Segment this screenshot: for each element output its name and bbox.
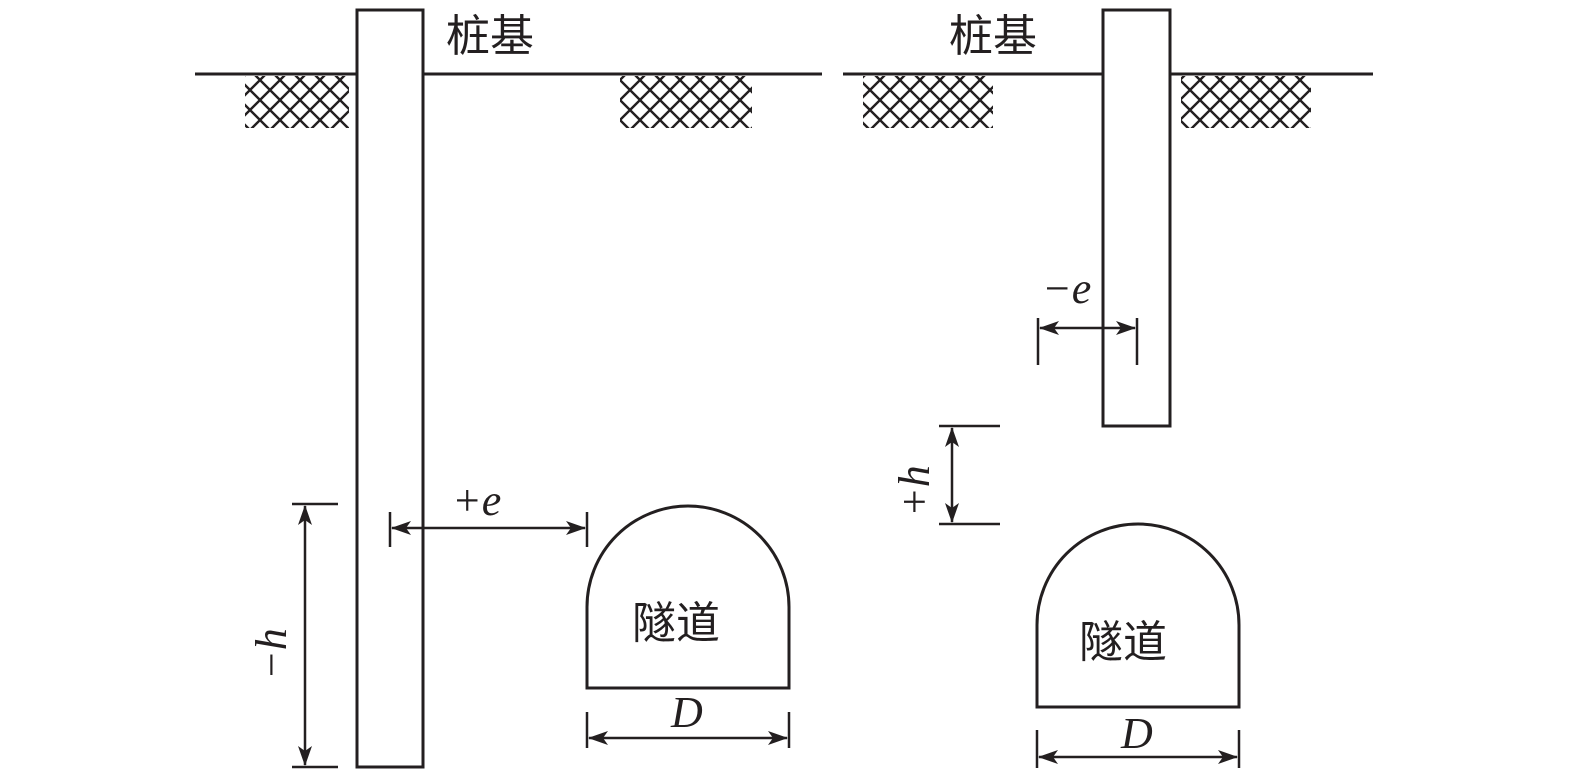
pile-left bbox=[355, 8, 425, 769]
offset-label-left: +e bbox=[452, 476, 501, 525]
pile-label-right: 桩基 bbox=[949, 11, 1037, 62]
tunnel-label-right: 隧道 bbox=[1079, 617, 1167, 668]
offset-label-right: −e bbox=[1042, 264, 1091, 313]
pile-label-left: 桩基 bbox=[446, 11, 534, 62]
soil-hatch-right-b bbox=[1181, 76, 1311, 128]
depth-label-left: −h bbox=[247, 628, 296, 680]
diameter-label-left: D bbox=[670, 688, 703, 737]
tunnel-left bbox=[585, 504, 791, 690]
soil-hatch-left-a bbox=[245, 76, 349, 128]
right-panel: 桩基 隧道 −e +h D bbox=[843, 8, 1373, 768]
soil-hatch-right-a bbox=[863, 76, 993, 128]
left-panel: 桩基 隧道 +e −h D bbox=[195, 8, 822, 769]
diameter-label-right: D bbox=[1120, 709, 1153, 758]
soil-hatch-left-b bbox=[620, 76, 752, 128]
tunnel-right bbox=[1035, 522, 1241, 709]
tunnel-label-left: 隧道 bbox=[632, 598, 720, 649]
depth-label-right: +h bbox=[890, 465, 939, 517]
